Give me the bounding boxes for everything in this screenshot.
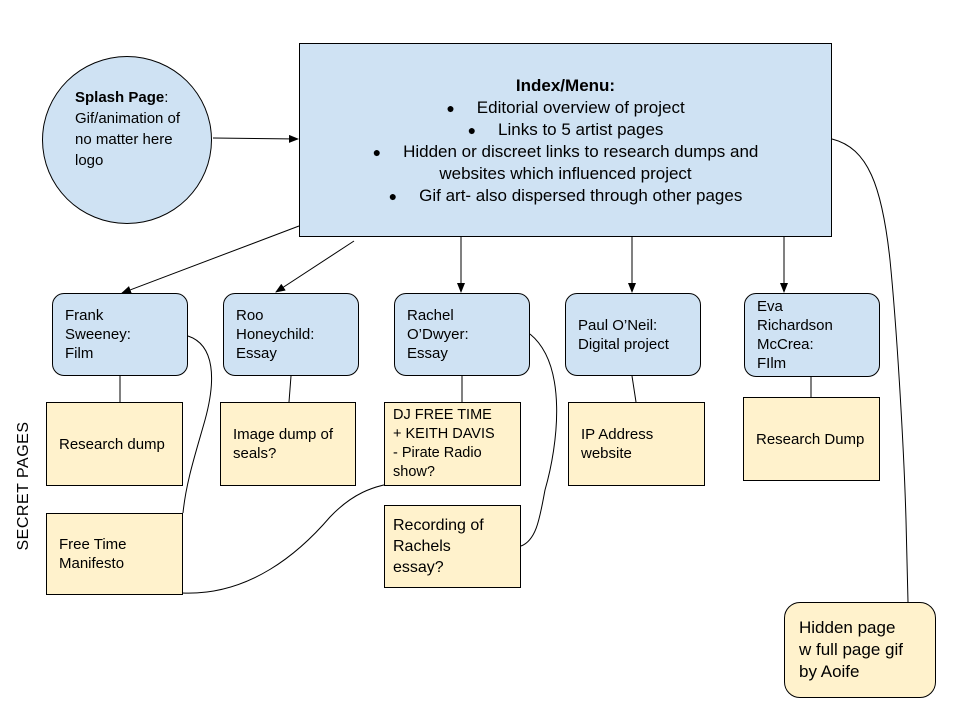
secret-node-free-time-manifesto: Free Time Manifesto <box>46 513 183 595</box>
index-item-label: Editorial overview of project <box>476 98 685 117</box>
curve-frank-to-manifesto <box>182 335 213 514</box>
link-paul-to-ip <box>631 375 637 403</box>
index-item-editorial: ● Editorial overview of project <box>300 97 831 119</box>
curve-index-to-hidden <box>831 138 909 603</box>
index-item-gif-art: ● Gif art- also dispersed through other p… <box>300 185 831 207</box>
splash-page-node: Splash Page: Gif/animation of no matter … <box>42 56 212 224</box>
splash-body: Gif/animation of no matter here logo <box>75 110 181 169</box>
index-item-label: Links to 5 artist pages <box>498 120 664 139</box>
splash-title: Splash Page <box>75 89 165 106</box>
secret-pages-label: SECRET PAGES <box>15 421 32 551</box>
index-item-artist-links: ● Links to 5 artist pages <box>300 119 831 141</box>
bullet-icon: ● <box>467 122 477 138</box>
index-title: Index/Menu: <box>515 76 616 95</box>
bullet-icon: ● <box>446 100 455 116</box>
secret-node-image-dump-seals: Image dump of seals? <box>220 402 356 486</box>
index-item-hidden-links: ● Hidden or discreet links to research du… <box>300 141 831 185</box>
index-item-label: Hidden or discreet links to research dum… <box>403 142 759 183</box>
artist-node-roo-honeychild: Roo Honeychild: Essay <box>223 293 359 376</box>
secret-node-ip-address: IP Address website <box>568 402 705 486</box>
artist-node-eva-richardson-mccrea: Eva Richardson McCrea: FIlm <box>744 293 880 377</box>
splash-title-colon: : <box>164 89 169 106</box>
secret-node-recording-rachels-essay: Recording of Rachels essay? <box>384 505 521 588</box>
arrow-index-to-roo <box>275 240 355 293</box>
link-roo-to-image-dump <box>288 375 292 403</box>
curve-manifesto-to-dj <box>181 481 406 594</box>
hidden-page-node: Hidden page w full page gif by Aoife <box>784 602 936 698</box>
artist-node-frank-sweeney: Frank Sweeney: Film <box>52 293 188 376</box>
index-item-label: Gif art- also dispersed through other pa… <box>419 186 743 205</box>
bullet-icon: ● <box>372 144 382 160</box>
bullet-icon: ● <box>388 188 398 204</box>
artist-node-paul-oneil: Paul O’Neil: Digital project <box>565 293 701 376</box>
arrow-splash-to-index <box>212 134 299 143</box>
index-menu-node: Index/Menu: ● Editorial overview of proje… <box>299 43 832 237</box>
secret-node-pirate-radio: DJ FREE TIME + KEITH DAVIS - Pirate Radi… <box>384 402 521 486</box>
secret-node-research-dump: Research dump <box>46 402 183 486</box>
index-bullet-list: ● Editorial overview of project ● Links to… <box>300 97 831 207</box>
arrow-index-to-frank <box>121 225 300 294</box>
artist-node-rachel-odwyer: Rachel O’Dwyer: Essay <box>394 293 530 376</box>
curve-rachel-to-recording <box>520 333 558 547</box>
secret-node-research-dump-eva: Research Dump <box>743 397 880 481</box>
